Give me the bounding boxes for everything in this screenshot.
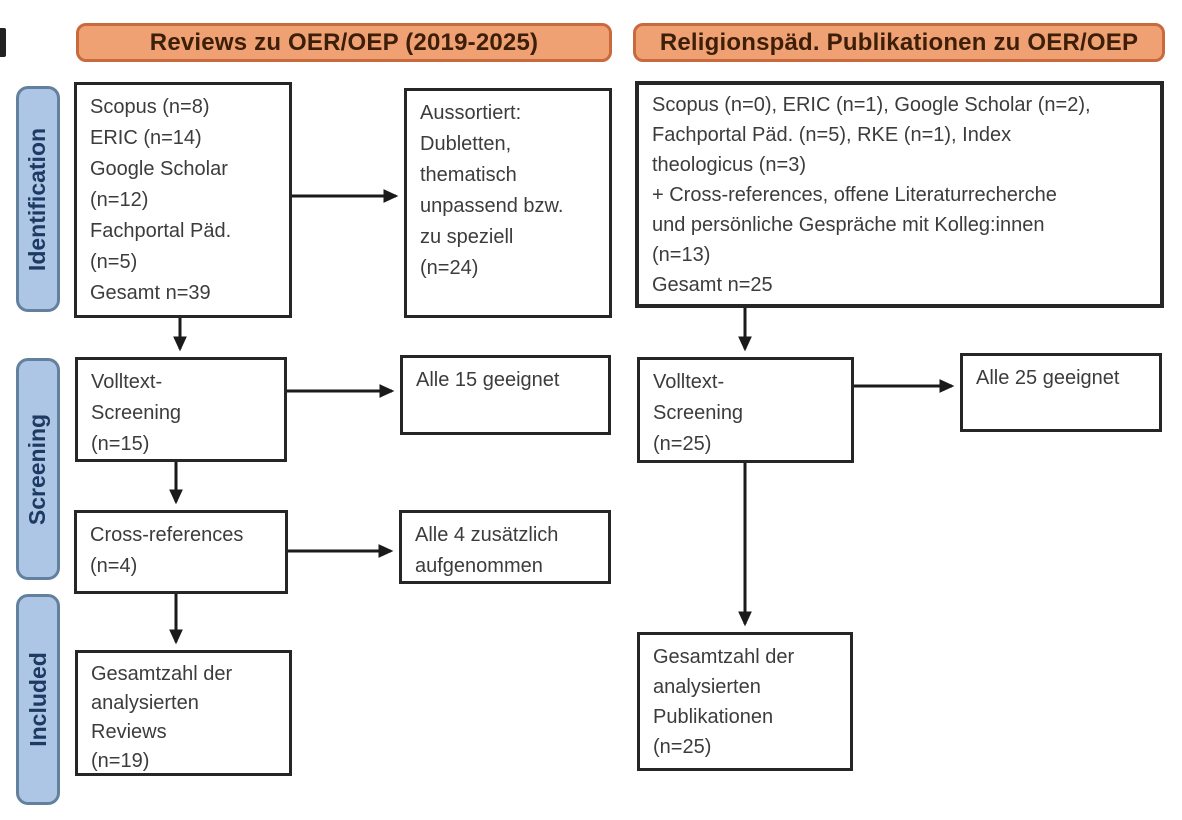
flow-box-right-included-total: Gesamtzahl der analysierten Publikatione… xyxy=(637,632,853,771)
stage-label-screening: Screening xyxy=(16,358,60,580)
flow-box-left-cross-references: Cross-references (n=4) xyxy=(74,510,288,594)
flow-box-left-sources: Scopus (n=8) ERIC (n=14) Google Scholar … xyxy=(74,82,292,318)
flow-box-left-fulltext-result: Alle 15 geeignet xyxy=(400,355,611,435)
column-header-religionspaed: Religionspäd. Publikationen zu OER/OEP xyxy=(633,23,1165,62)
flow-box-right-fulltext-screening: Volltext- Screening (n=25) xyxy=(637,357,854,463)
stage-label-included: Included xyxy=(16,594,60,805)
flow-box-left-excluded: Aussortiert: Dubletten, thematisch unpas… xyxy=(404,88,612,318)
flow-box-left-fulltext-screening: Volltext- Screening (n=15) xyxy=(75,357,287,462)
stage-label-included-text: Included xyxy=(24,652,51,747)
stage-label-identification-text: Identification xyxy=(24,127,51,271)
flow-box-right-sources: Scopus (n=0), ERIC (n=1), Google Scholar… xyxy=(635,81,1164,308)
flow-box-left-cross-references-result: Alle 4 zusätzlich aufgenommen xyxy=(399,510,611,584)
column-header-reviews: Reviews zu OER/OEP (2019-2025) xyxy=(76,23,612,62)
flow-box-left-included-total: Gesamtzahl der analysierten Reviews (n=1… xyxy=(75,650,292,776)
flow-box-right-fulltext-result: Alle 25 geeignet xyxy=(960,353,1162,432)
screenshot-edge-artifact xyxy=(0,28,6,57)
stage-label-screening-text: Screening xyxy=(24,413,51,525)
stage-label-identification: Identification xyxy=(16,86,60,312)
